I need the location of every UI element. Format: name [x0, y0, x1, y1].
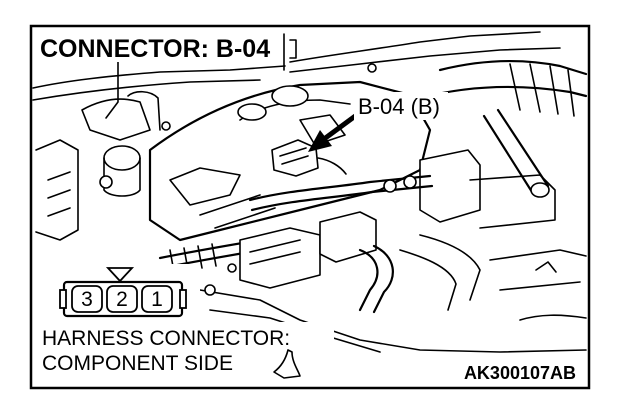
callout-label-backdrop [354, 92, 448, 120]
connector-pin-1: 1 [151, 288, 163, 311]
harness-caption-line2: COMPONENT SIDE [42, 352, 233, 375]
diagram-title: CONNECTOR: B-04 [40, 35, 270, 63]
engine-bay-illustration [32, 31, 588, 353]
callout-arrow [308, 111, 360, 152]
callout-label: B-04 (B) [358, 94, 440, 119]
connector-pin-3: 3 [81, 288, 93, 311]
hand-pointer-icon [273, 349, 301, 379]
harness-caption-line1: HARNESS CONNECTOR: [42, 327, 290, 350]
figure-code: AK300107AB [464, 363, 576, 383]
harness-caption-backdrop [38, 322, 334, 378]
figure-code-backdrop [448, 360, 580, 384]
connector-pin-2: 2 [116, 288, 128, 311]
title-backdrop [36, 30, 276, 62]
